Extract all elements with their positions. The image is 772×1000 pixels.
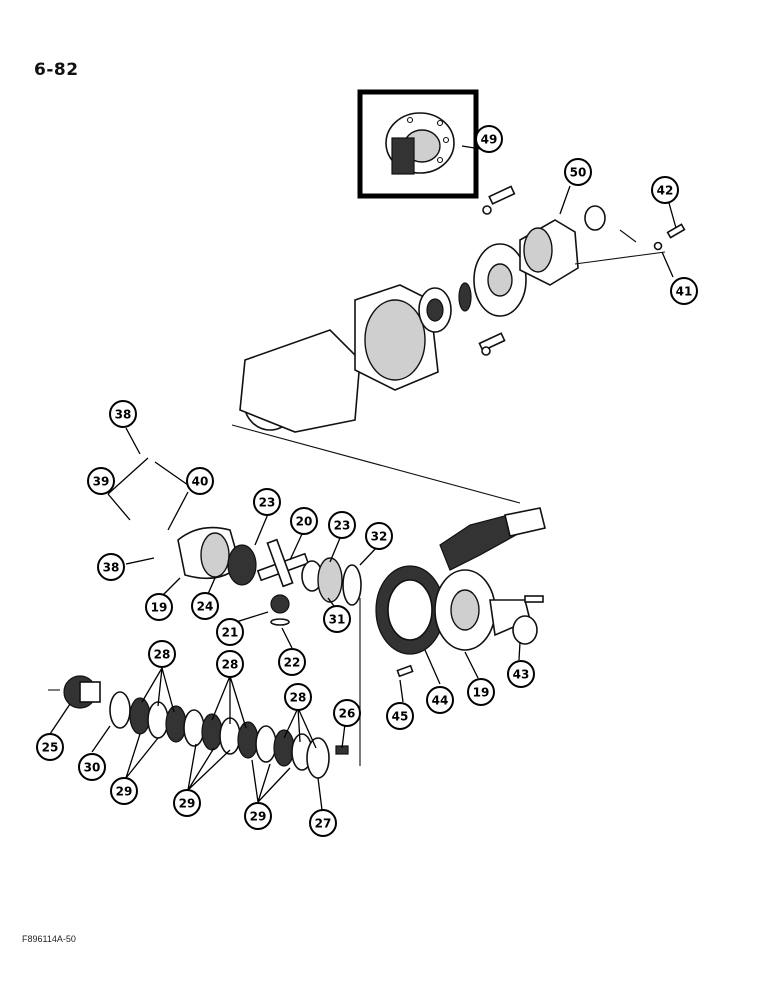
svg-text:25: 25 bbox=[42, 741, 59, 755]
svg-text:41: 41 bbox=[676, 285, 693, 299]
callout-39: 39 bbox=[87, 467, 115, 495]
callout-38-lower: 38 bbox=[97, 553, 125, 581]
svg-text:24: 24 bbox=[197, 600, 214, 614]
svg-text:23: 23 bbox=[259, 496, 276, 510]
svg-text:29: 29 bbox=[179, 797, 196, 811]
svg-text:22: 22 bbox=[284, 656, 301, 670]
svg-text:50: 50 bbox=[570, 166, 587, 180]
callout-24: 24 bbox=[191, 592, 219, 620]
callout-28-right: 28 bbox=[284, 683, 312, 711]
svg-text:28: 28 bbox=[290, 691, 307, 705]
svg-text:32: 32 bbox=[371, 530, 388, 544]
figure-code: F896114A-50 bbox=[22, 934, 76, 944]
callout-30: 30 bbox=[78, 753, 106, 781]
callout-23-right: 23 bbox=[328, 511, 356, 539]
svg-text:28: 28 bbox=[154, 648, 171, 662]
callout-31: 31 bbox=[323, 605, 351, 633]
svg-text:45: 45 bbox=[392, 710, 409, 724]
svg-text:20: 20 bbox=[296, 515, 313, 529]
page-number: 6-82 bbox=[34, 60, 79, 80]
callout-49: 49 bbox=[475, 125, 503, 153]
svg-text:30: 30 bbox=[84, 761, 101, 775]
callout-41: 41 bbox=[670, 277, 698, 305]
callout-25: 25 bbox=[36, 733, 64, 761]
upper-housing-assembly bbox=[239, 185, 686, 433]
callout-32: 32 bbox=[365, 522, 393, 550]
callout-22: 22 bbox=[278, 648, 306, 676]
svg-text:42: 42 bbox=[657, 184, 674, 198]
callout-27: 27 bbox=[309, 809, 337, 837]
svg-text:40: 40 bbox=[192, 475, 209, 489]
svg-text:29: 29 bbox=[116, 785, 133, 799]
svg-text:19: 19 bbox=[473, 686, 490, 700]
svg-text:21: 21 bbox=[222, 626, 239, 640]
svg-text:39: 39 bbox=[93, 475, 110, 489]
svg-text:26: 26 bbox=[339, 707, 356, 721]
callout-23: 23 bbox=[253, 488, 281, 516]
callout-21: 21 bbox=[216, 618, 244, 646]
callout-19-right: 19 bbox=[467, 678, 495, 706]
svg-text:38: 38 bbox=[115, 408, 132, 422]
svg-text:28: 28 bbox=[222, 658, 239, 672]
callout-44: 44 bbox=[426, 686, 454, 714]
svg-text:38: 38 bbox=[103, 561, 120, 575]
callout-43: 43 bbox=[507, 660, 535, 688]
callout-38: 38 bbox=[109, 400, 137, 428]
svg-text:49: 49 bbox=[481, 133, 498, 147]
inset-box bbox=[357, 89, 479, 199]
callout-28-middle: 28 bbox=[216, 650, 244, 678]
callout-50: 50 bbox=[564, 158, 592, 186]
svg-text:43: 43 bbox=[513, 668, 530, 682]
svg-text:27: 27 bbox=[315, 817, 332, 831]
svg-text:31: 31 bbox=[329, 613, 346, 627]
callout-20: 20 bbox=[290, 507, 318, 535]
callout-26: 26 bbox=[333, 699, 361, 727]
callout-45: 45 bbox=[386, 702, 414, 730]
callout-40: 40 bbox=[186, 467, 214, 495]
callout-42: 42 bbox=[651, 176, 679, 204]
callout-29-right: 29 bbox=[244, 802, 272, 830]
svg-text:44: 44 bbox=[432, 694, 449, 708]
callout-28-left: 28 bbox=[148, 640, 176, 668]
differential-case bbox=[177, 507, 546, 678]
svg-text:19: 19 bbox=[151, 601, 168, 615]
svg-text:29: 29 bbox=[250, 810, 267, 824]
callout-19: 19 bbox=[145, 593, 173, 621]
callout-29-middle: 29 bbox=[173, 789, 201, 817]
svg-text:23: 23 bbox=[334, 519, 351, 533]
callout-29-left: 29 bbox=[110, 777, 138, 805]
